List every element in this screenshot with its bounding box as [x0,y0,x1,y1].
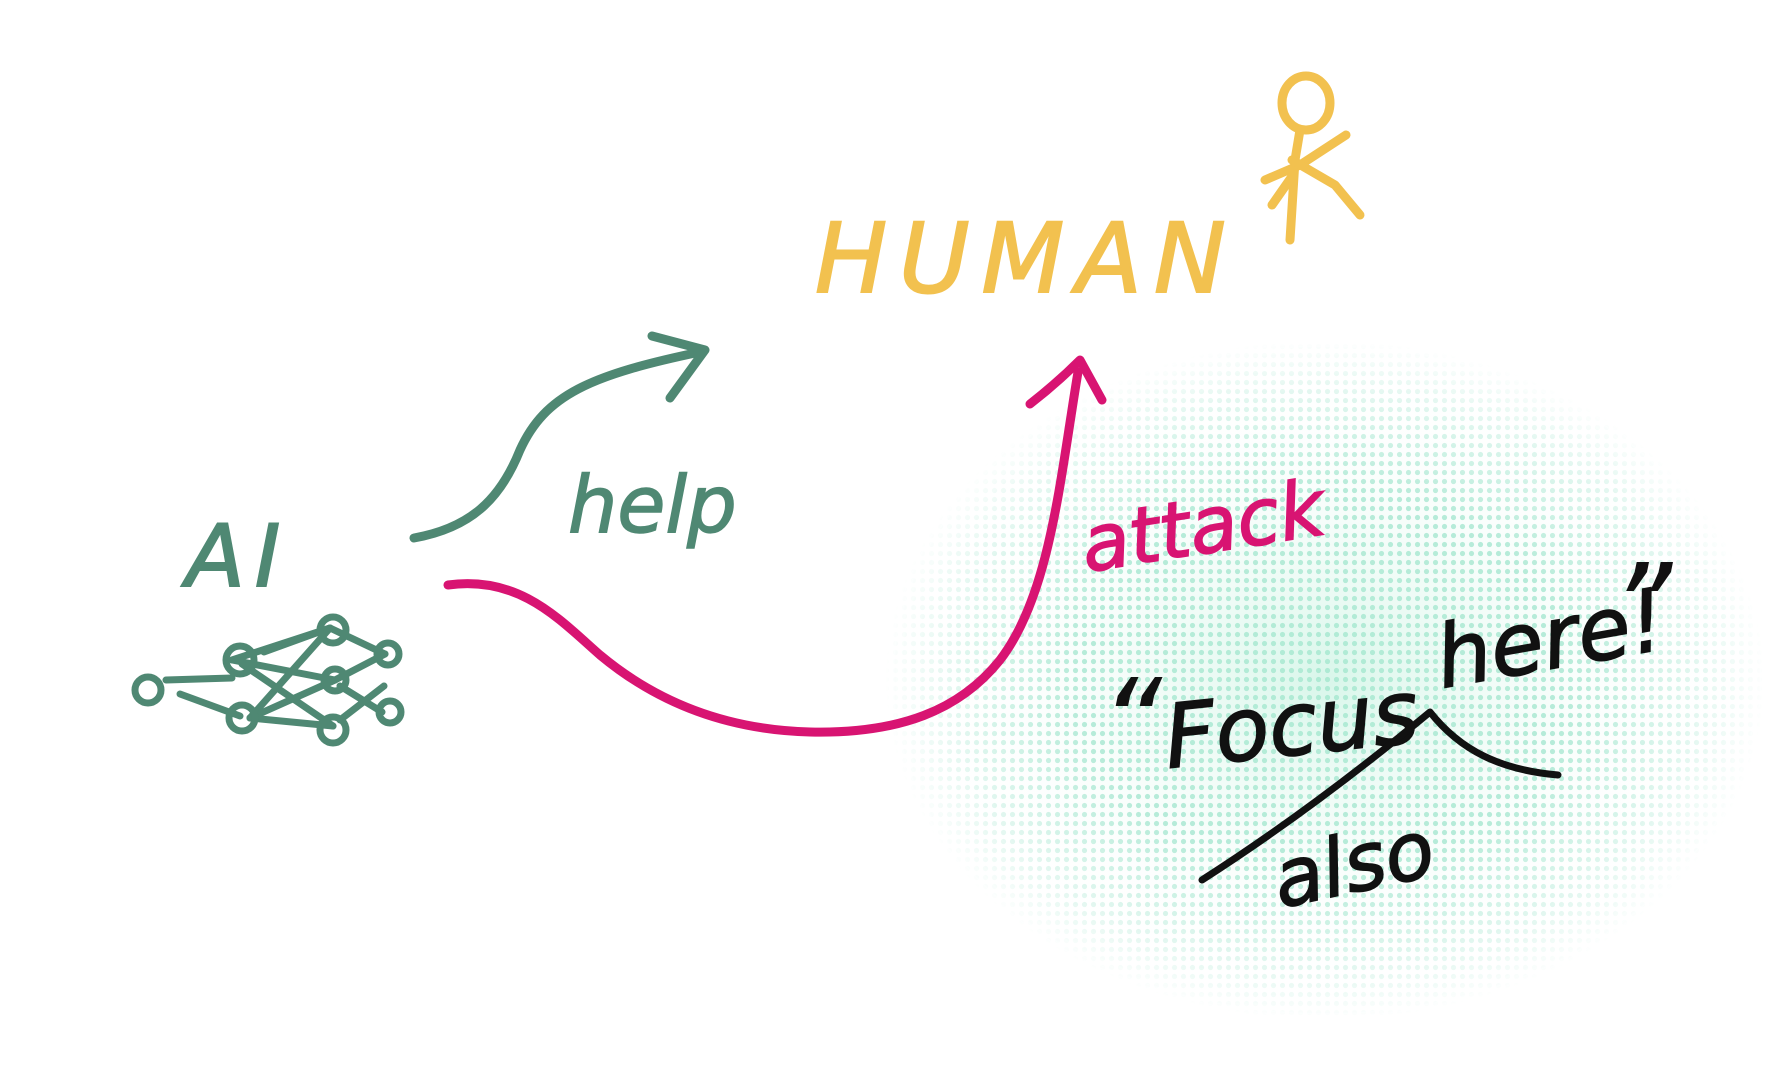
insertion-caret [1198,708,1562,884]
human-label: HUMAN [815,203,1238,315]
open-quote: “ [1100,655,1163,794]
attack-arrow [443,355,1107,737]
neural-network-icon [131,613,405,747]
stick-figure-icon [1260,71,1365,245]
help-arrow [409,331,710,543]
close-quote: ” [1610,540,1673,679]
help-label: help [568,461,737,551]
ai-label: AI [181,507,290,607]
